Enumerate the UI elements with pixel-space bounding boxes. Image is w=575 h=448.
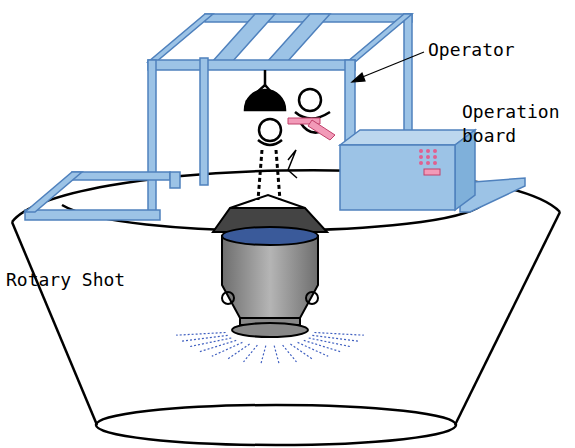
spray-line bbox=[283, 345, 297, 362]
leader-arrow bbox=[352, 52, 424, 82]
spray-line bbox=[312, 335, 359, 341]
spray-line bbox=[188, 338, 231, 347]
spray-line bbox=[227, 344, 250, 360]
operators bbox=[245, 70, 335, 178]
shot-spray bbox=[176, 333, 364, 364]
ladle bbox=[213, 195, 327, 337]
chains bbox=[258, 150, 280, 200]
spray-line bbox=[244, 345, 258, 362]
spray-line bbox=[314, 333, 363, 336]
spray-line bbox=[261, 346, 266, 363]
label-text: Rotary Shot bbox=[6, 268, 156, 292]
vessel bbox=[12, 170, 560, 445]
spray-line bbox=[181, 335, 228, 341]
spray-line bbox=[290, 344, 313, 360]
spray-line bbox=[298, 342, 329, 356]
spray-line bbox=[199, 340, 237, 352]
spray-line bbox=[274, 346, 279, 363]
spray-line bbox=[304, 340, 342, 352]
spray-line bbox=[212, 342, 243, 356]
label-text: Operation board bbox=[462, 100, 570, 148]
label-text: Operator bbox=[428, 38, 548, 62]
spray-line bbox=[176, 333, 225, 336]
